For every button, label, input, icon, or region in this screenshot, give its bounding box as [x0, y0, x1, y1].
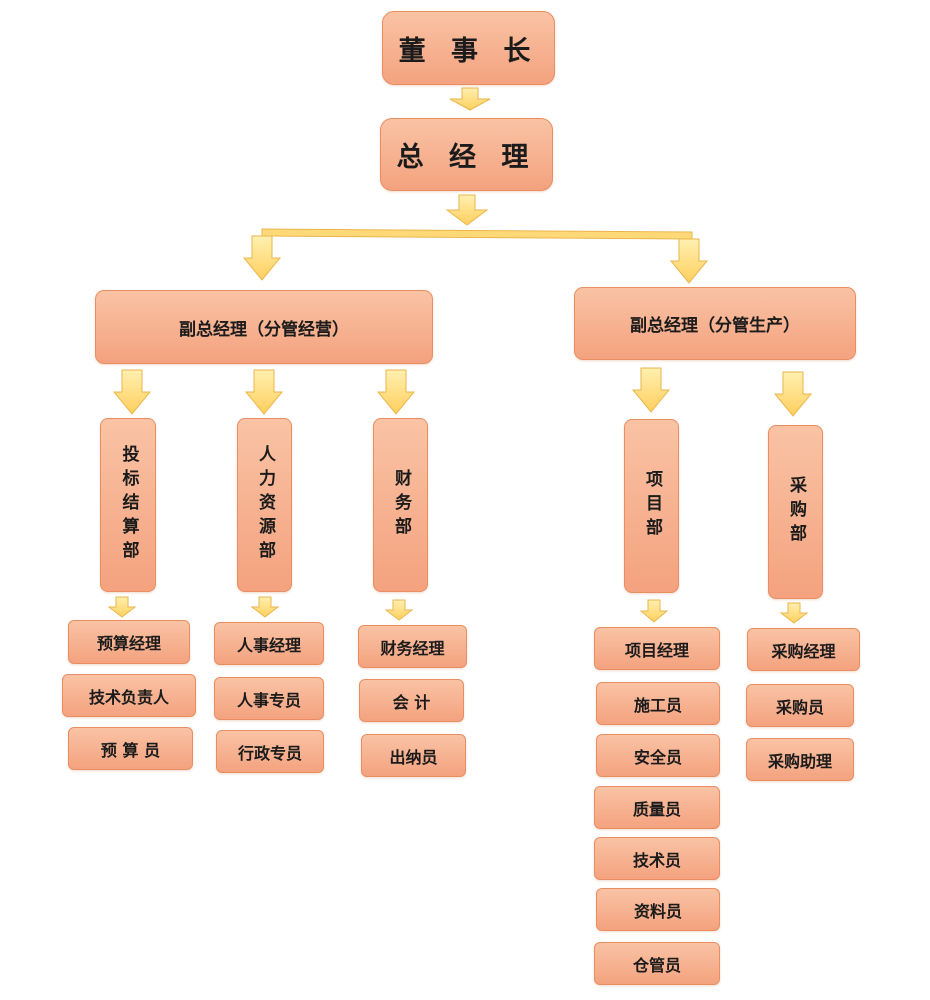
- down-arrow-icon: [779, 602, 809, 624]
- dept-bidding-label: 投标结算部: [118, 445, 139, 565]
- down-arrow-icon: [244, 369, 284, 415]
- down-arrow-icon: [631, 367, 671, 413]
- dept-purchasing-box: 采购部: [768, 425, 823, 599]
- role-label: 行政专员: [237, 743, 302, 763]
- role-label: 仓管员: [632, 955, 681, 975]
- role-label: 项目经理: [624, 640, 689, 660]
- role-label: 预算经理: [96, 634, 161, 653]
- vp-operations-box: 副总经理（分管经营）: [95, 290, 433, 364]
- role-label: 人事经理: [236, 635, 301, 655]
- role-box: 出纳员: [361, 734, 466, 777]
- down-arrow-icon: [669, 238, 709, 284]
- role-box: 项目经理: [594, 627, 720, 670]
- vp-production-label: 副总经理（分管生产）: [630, 316, 800, 336]
- role-label: 财务经理: [380, 638, 445, 658]
- general-manager-label: 总 经 理: [396, 142, 537, 173]
- role-box: 预算经理: [68, 620, 190, 664]
- role-box: 技术员: [594, 837, 720, 880]
- vp-operations-label: 副总经理（分管经营）: [179, 319, 349, 340]
- role-box: 行政专员: [216, 730, 324, 773]
- role-label: 采购助理: [767, 751, 832, 771]
- role-box: 采购助理: [746, 738, 854, 781]
- role-box: 预 算 员: [68, 727, 193, 770]
- role-label: 预 算 员: [100, 740, 161, 760]
- role-box: 人事专员: [214, 677, 324, 720]
- role-label: 安全员: [633, 747, 682, 767]
- role-box: 仓管员: [594, 942, 720, 985]
- dept-project-box: 项目部: [624, 419, 679, 593]
- role-box: 安全员: [596, 734, 720, 777]
- role-box: 资料员: [596, 888, 720, 931]
- dept-bidding-box: 投标结算部: [100, 418, 156, 592]
- down-arrow-icon: [773, 371, 813, 417]
- dept-project-label: 项目部: [642, 470, 662, 542]
- vp-production-box: 副总经理（分管生产）: [574, 287, 856, 360]
- role-box: 财务经理: [358, 625, 467, 668]
- role-label: 技术员: [632, 850, 681, 870]
- down-arrow-icon: [449, 87, 491, 111]
- dept-finance-label: 财务部: [391, 469, 411, 541]
- down-arrow-icon: [384, 599, 414, 621]
- role-label: 采购经理: [771, 641, 836, 661]
- role-label: 技术负责人: [88, 687, 169, 707]
- down-arrow-icon: [639, 599, 669, 623]
- role-box: 质量员: [594, 786, 720, 829]
- chairman-box: 董 事 长: [382, 11, 555, 85]
- dept-hr-label: 人力资源部: [255, 445, 275, 565]
- horizontal-connector-bar: [261, 228, 693, 240]
- role-label: 质量员: [632, 799, 681, 819]
- general-manager-box: 总 经 理: [380, 118, 553, 191]
- down-arrow-icon: [107, 596, 137, 618]
- dept-finance-box: 财务部: [373, 418, 428, 592]
- role-label: 施工员: [633, 695, 682, 715]
- down-arrow-icon: [445, 194, 489, 226]
- down-arrow-icon: [376, 369, 416, 415]
- role-label: 出纳员: [389, 747, 438, 767]
- role-label: 资料员: [633, 901, 682, 921]
- role-label: 人事专员: [236, 690, 301, 710]
- dept-hr-box: 人力资源部: [237, 418, 292, 592]
- down-arrow-icon: [250, 596, 280, 618]
- chairman-label: 董 事 长: [398, 35, 539, 67]
- role-label: 采购员: [775, 697, 824, 717]
- role-box: 会 计: [359, 679, 464, 722]
- down-arrow-icon: [242, 235, 282, 281]
- role-box: 人事经理: [214, 622, 324, 665]
- role-box: 技术负责人: [62, 674, 196, 717]
- down-arrow-icon: [112, 369, 152, 415]
- role-box: 施工员: [596, 682, 720, 725]
- role-label: 会 计: [392, 692, 431, 712]
- role-box: 采购员: [746, 684, 854, 727]
- role-box: 采购经理: [747, 628, 860, 671]
- dept-purchasing-label: 采购部: [786, 476, 806, 548]
